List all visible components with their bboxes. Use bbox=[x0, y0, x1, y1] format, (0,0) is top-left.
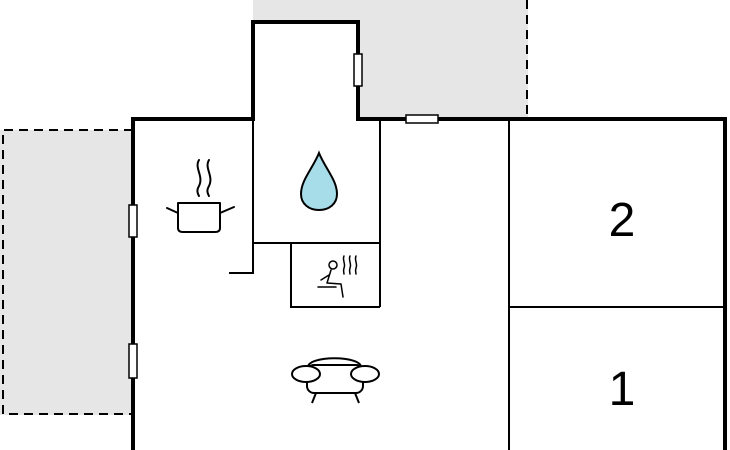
window bbox=[128, 204, 138, 238]
room-label-2: 2 bbox=[609, 194, 636, 247]
window bbox=[405, 114, 439, 124]
entry-annex bbox=[253, 22, 358, 119]
terrace-left bbox=[0, 129, 133, 415]
sofa-icon bbox=[291, 357, 380, 404]
windows bbox=[128, 53, 439, 379]
sauna-icon bbox=[317, 255, 358, 298]
window bbox=[353, 53, 363, 87]
window bbox=[128, 343, 138, 379]
room-label-1: 1 bbox=[609, 363, 636, 416]
water-drop-icon bbox=[299, 150, 339, 212]
interior-walls bbox=[229, 119, 725, 450]
cooking-pot-icon bbox=[166, 159, 235, 233]
